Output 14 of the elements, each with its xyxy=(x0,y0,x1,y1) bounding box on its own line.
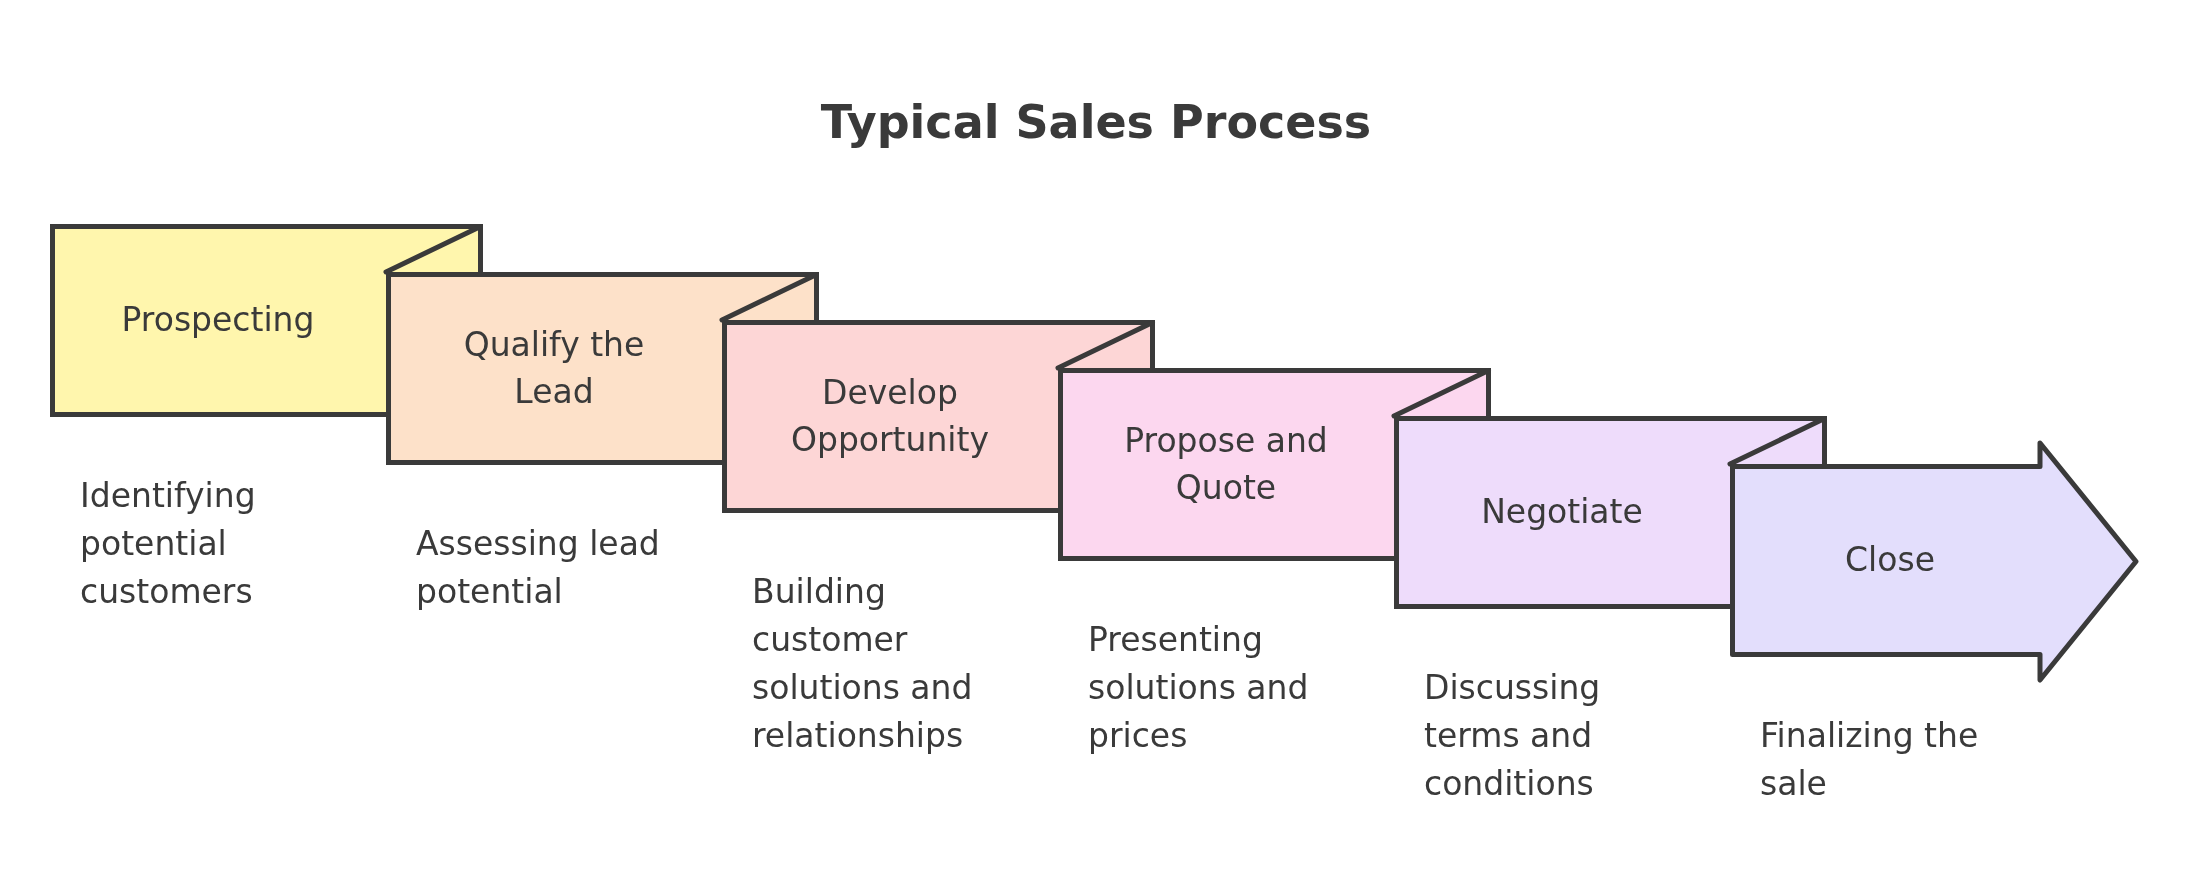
step-label: Develop Opportunity xyxy=(789,372,990,461)
step-label: Close xyxy=(1845,539,1935,582)
step-label: Prospecting xyxy=(121,299,315,342)
step-description: Discussing terms and conditions xyxy=(1424,667,1602,805)
step-description: Identifying potential customers xyxy=(80,475,257,613)
step-description: Finalizing the sale xyxy=(1760,715,1980,805)
step-description: Building customer solutions and relationships xyxy=(752,571,974,757)
diagram-title: Typical Sales Process xyxy=(819,95,1373,149)
arrow-step-shape xyxy=(1730,440,2140,683)
step-label: Propose and Quote xyxy=(1123,420,1329,509)
step-label: Qualify the Lead xyxy=(462,324,646,413)
step-description: Assessing lead potential xyxy=(416,523,661,613)
step-label: Negotiate xyxy=(1481,491,1643,534)
step-description: Presenting solutions and prices xyxy=(1088,619,1310,757)
